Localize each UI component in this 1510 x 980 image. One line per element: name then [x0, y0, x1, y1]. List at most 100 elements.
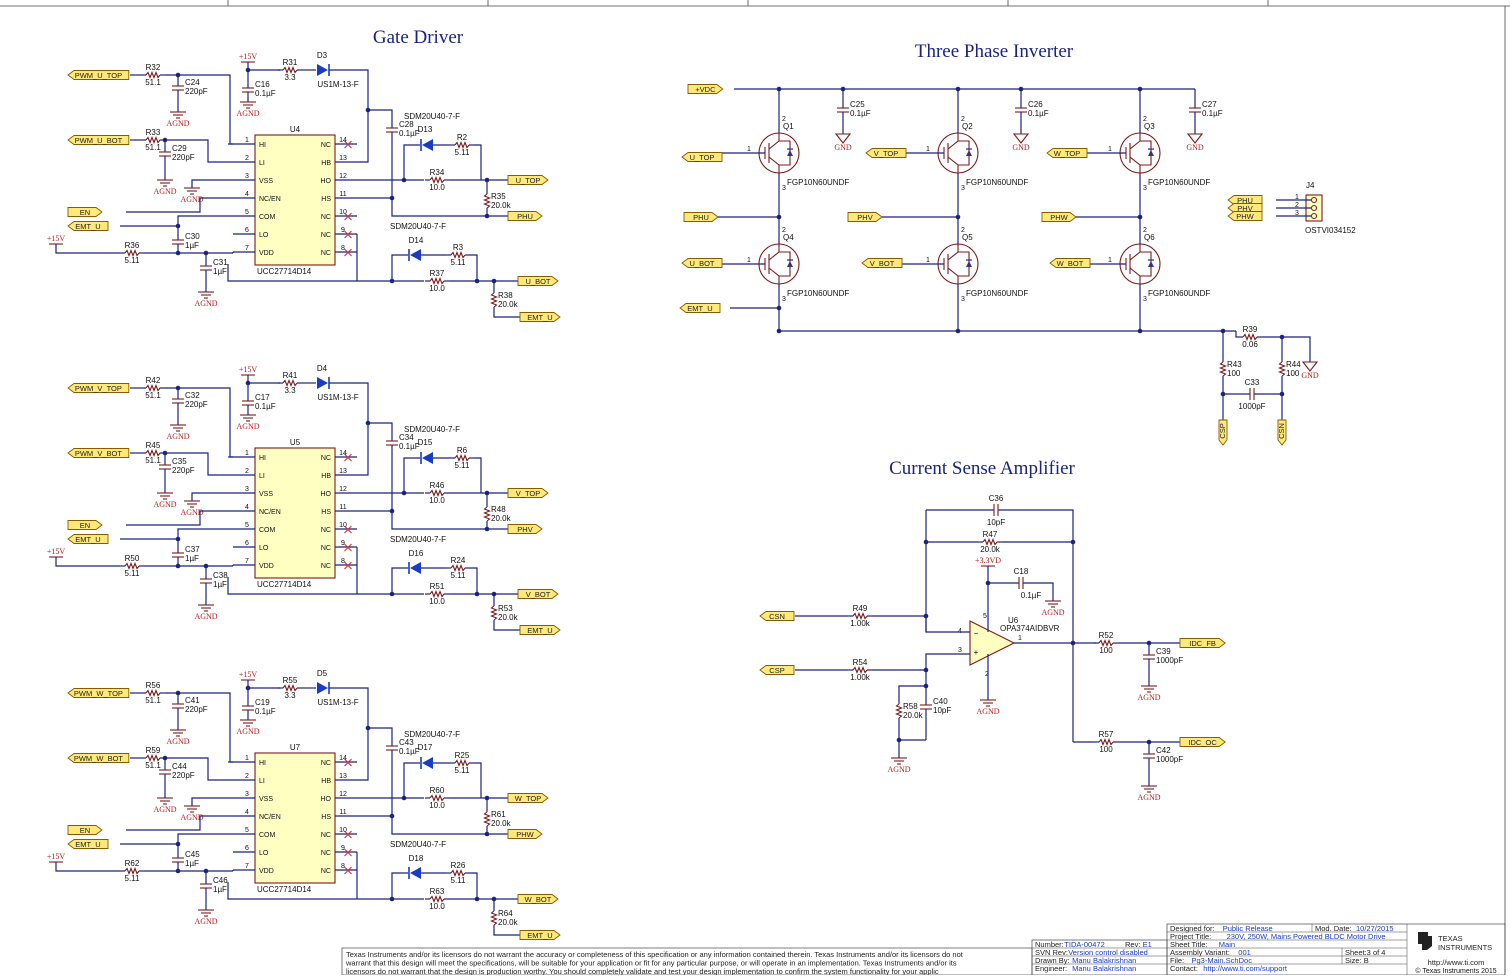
- wire: [898, 718, 926, 741]
- pin-number: 7: [245, 245, 249, 252]
- gnd-label: AGND: [887, 765, 910, 774]
- ref-label: C44: [172, 762, 187, 771]
- pwr-label: +15V: [239, 52, 258, 61]
- value-label: 5.11: [451, 258, 467, 267]
- emt-net: EMT_U: [679, 303, 721, 313]
- pin-number: 1: [747, 146, 751, 153]
- net-text: EMT_U: [527, 931, 552, 940]
- resistor-zigzag: [483, 811, 491, 827]
- pin-name: COM: [259, 832, 276, 839]
- connector-net: PHW: [1227, 211, 1263, 221]
- pwm-bot-net: PWM_V_BOT: [67, 448, 130, 458]
- resistor-zigzag: [490, 292, 498, 308]
- ref-label: R26: [451, 861, 466, 870]
- net-text: PWM_U_TOP: [75, 71, 122, 80]
- en-net: EN: [67, 520, 103, 530]
- no-connect-mark: [344, 848, 352, 857]
- net-flag: [67, 448, 130, 458]
- sheet-size: Size: B: [1345, 956, 1369, 965]
- fast-resistor-bot: R35.11: [446, 243, 470, 267]
- pin-name: COM: [259, 527, 276, 534]
- net-text: EN: [80, 521, 90, 530]
- ref-label: R56: [146, 681, 161, 690]
- ref-label: C35: [172, 457, 187, 466]
- turnoff-diode-top: [420, 757, 433, 769]
- gnd-label: AGND: [1041, 608, 1064, 617]
- nc-stroke: [344, 248, 352, 257]
- resistor-zigzag: [429, 895, 445, 903]
- ref-label: R53: [498, 604, 513, 613]
- value-label: 220pF: [185, 705, 208, 714]
- net-text: PHW: [1050, 213, 1068, 222]
- fast-resistor-top: R65.11: [450, 446, 474, 470]
- no-connect-mark: [344, 525, 352, 534]
- value-label: 3.3: [284, 386, 296, 395]
- value-label: 20.0k: [980, 545, 1001, 554]
- current-sense-title: Current Sense Amplifier: [889, 458, 1075, 479]
- pin-number: 1: [245, 137, 249, 144]
- net-flag: [517, 894, 559, 904]
- gate-driver-block: U7UCC27714D141HI2LI3VSS4NC/EN5COM6LO7VDD…: [47, 669, 561, 940]
- title-block: Texas Instruments and/or its licensors d…: [341, 923, 1506, 976]
- net-text: EMT_U: [527, 626, 552, 635]
- resistor-zigzag: [124, 562, 140, 570]
- pin-name: LO: [259, 232, 269, 239]
- phase-net: PHW: [507, 829, 543, 839]
- net-text: U_TOP: [690, 153, 715, 162]
- value-label: 220pF: [172, 466, 195, 475]
- junction-dot: [484, 213, 490, 219]
- net-flag: [507, 793, 549, 803]
- value-label: 5.11: [451, 571, 467, 580]
- ref-label: D17: [418, 743, 433, 752]
- nc-stroke: [344, 866, 352, 875]
- junction-dot: [175, 250, 181, 256]
- net-text: EMT_U: [75, 535, 100, 544]
- value-label: 0.1µF: [255, 707, 276, 716]
- resistor-zigzag: [282, 66, 298, 74]
- pin-number: 9: [341, 540, 345, 547]
- ref-label: C37: [185, 545, 200, 554]
- boot-diode: [317, 682, 330, 694]
- pin-name: HO: [321, 178, 332, 185]
- ref-label: D13: [418, 125, 433, 134]
- title-field-label: Project Title:: [1170, 932, 1211, 941]
- p15v-symbol: +15V: [239, 52, 258, 63]
- gnd-symbol: GND: [1012, 133, 1030, 152]
- agnd-symbol: AGND: [153, 797, 177, 814]
- net-flag: [681, 258, 723, 268]
- gate-net: W_BOT: [1049, 258, 1091, 268]
- agnd-symbol: AGND: [180, 805, 204, 822]
- value-label: FGP10N60UNDF: [1148, 289, 1210, 298]
- value-label: 51.1: [145, 391, 161, 400]
- pin-number: 2: [245, 468, 249, 475]
- no-connect-mark: [344, 212, 352, 221]
- resistor-zigzag: [1098, 639, 1114, 647]
- wire: [1235, 331, 1238, 338]
- pin-number: 3: [245, 173, 249, 180]
- gnd-label: AGND: [166, 432, 189, 441]
- connector-pin: [1310, 212, 1318, 220]
- pin-name: HB: [321, 473, 331, 480]
- opamp-plus-sign: +: [974, 648, 979, 657]
- net-flag: [681, 152, 723, 162]
- ref-label: R34: [430, 168, 445, 177]
- pin-name: VDD: [259, 868, 274, 875]
- ref-label: R31: [283, 58, 298, 67]
- wire: [191, 797, 233, 806]
- value-label: 1.00k: [850, 619, 871, 628]
- wire: [126, 510, 233, 526]
- junction-dot: [484, 526, 490, 532]
- title-field-value: Main: [1219, 940, 1235, 949]
- net-text: PWM_W_BOT: [74, 754, 124, 763]
- ref-label: C38: [213, 571, 228, 580]
- pin-number: 3: [782, 296, 786, 303]
- pin-number: 2: [961, 116, 965, 123]
